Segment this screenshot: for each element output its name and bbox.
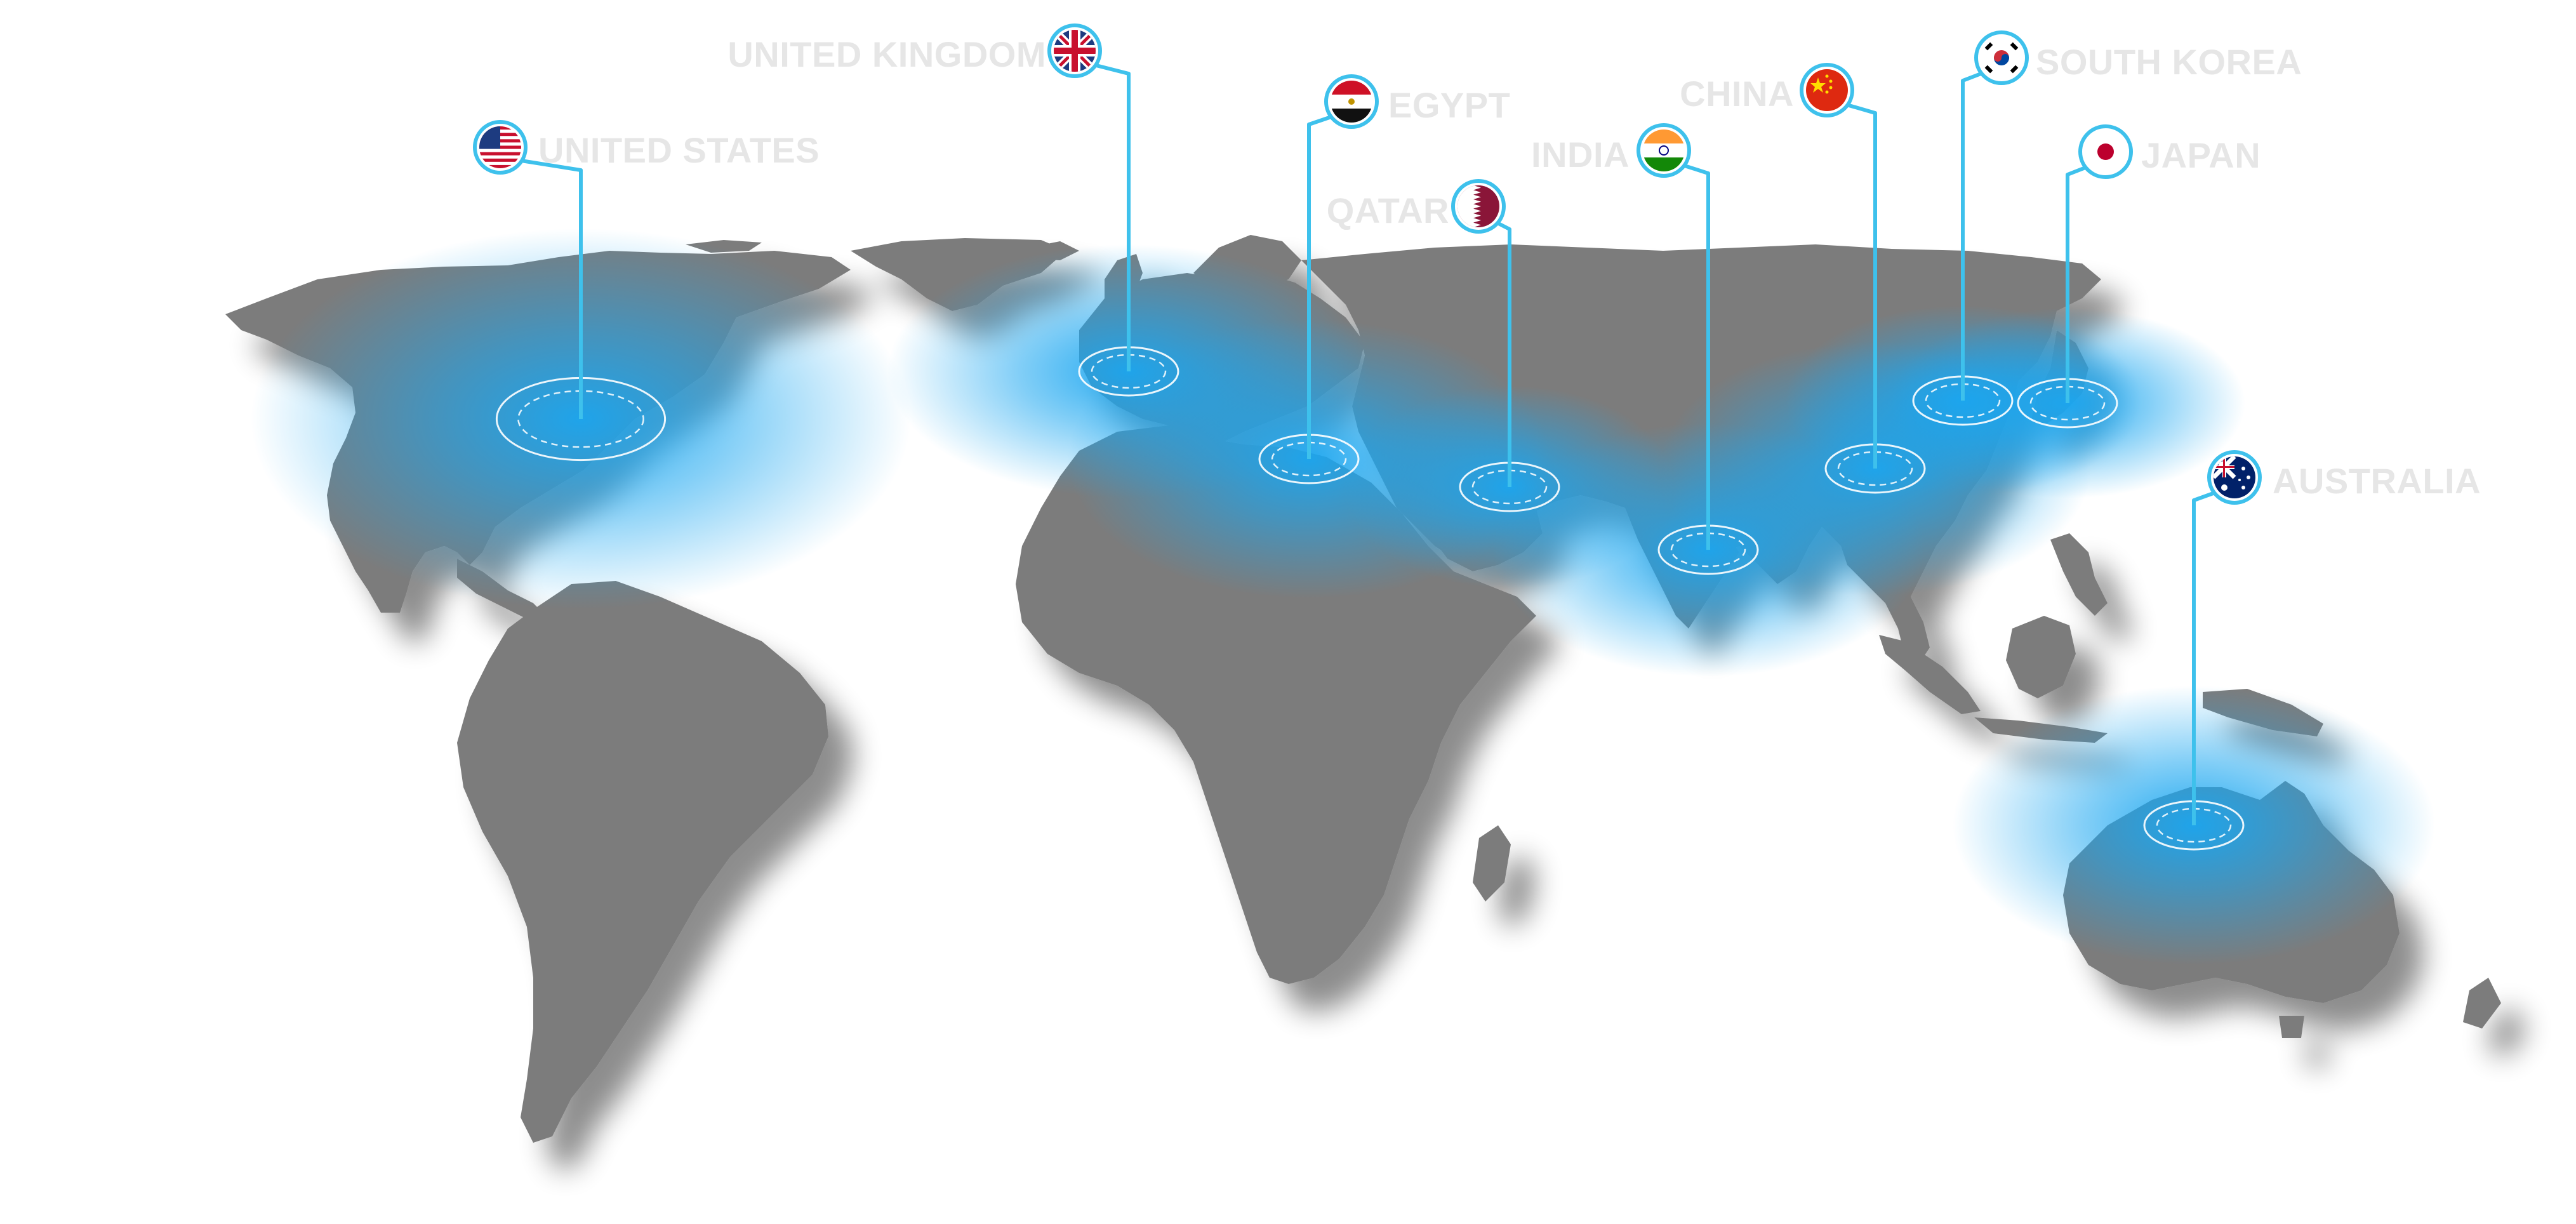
flag-india-icon [1637, 123, 1691, 178]
pin-line [1083, 60, 1131, 371]
new-zealand [2463, 978, 2501, 1028]
pin-united-kingdom[interactable]: UNITED KINGDOM [727, 23, 1179, 397]
greenland [851, 238, 1066, 311]
pin-india[interactable]: INDIA [1531, 123, 1759, 575]
location-label-united-states: UNITED STATES [538, 130, 820, 170]
sumatra [1879, 635, 1981, 714]
location-pins: UNITED STATES UNITED KINGDOM EGYPT QATAR IND… [473, 23, 2481, 851]
flag-australia-icon [2207, 450, 2262, 505]
philippines [2050, 533, 2108, 616]
flag-uk-icon [1047, 23, 1102, 78]
madagascar [1473, 825, 1511, 901]
flag-us-icon [473, 120, 528, 175]
flag-south-korea-icon [1974, 30, 2029, 85]
location-label-egypt: EGYPT [1388, 85, 1510, 125]
location-label-japan: JAPAN [2141, 135, 2261, 175]
pin-japan[interactable]: JAPAN [2017, 124, 2261, 429]
location-label-china: CHINA [1680, 74, 1794, 114]
location-label-india: INDIA [1531, 135, 1630, 175]
location-label-united-kingdom: UNITED KINGDOM [727, 34, 1046, 74]
flag-japan-icon [2078, 124, 2133, 179]
location-label-qatar: QATAR [1327, 190, 1449, 230]
location-label-australia: AUSTRALIA [2273, 461, 2481, 501]
pin-united-states[interactable]: UNITED STATES [473, 120, 820, 462]
south-america [457, 581, 828, 1143]
pin-qatar[interactable]: QATAR [1327, 179, 1560, 512]
pin-egypt[interactable]: EGYPT [1258, 74, 1510, 484]
pin-australia[interactable]: AUSTRALIA [2143, 450, 2481, 851]
location-label-south-korea: SOUTH KOREA [2036, 42, 2302, 82]
flag-china-icon [1800, 63, 1854, 117]
tasmania [2279, 1016, 2304, 1038]
flag-egypt-icon [1324, 74, 1379, 129]
flag-qatar-icon [1451, 179, 1506, 234]
pin-south-korea[interactable]: SOUTH KOREA [1912, 30, 2302, 426]
pin-china[interactable]: CHINA [1680, 63, 1926, 494]
pin-line [508, 157, 583, 419]
borneo [2006, 616, 2076, 698]
